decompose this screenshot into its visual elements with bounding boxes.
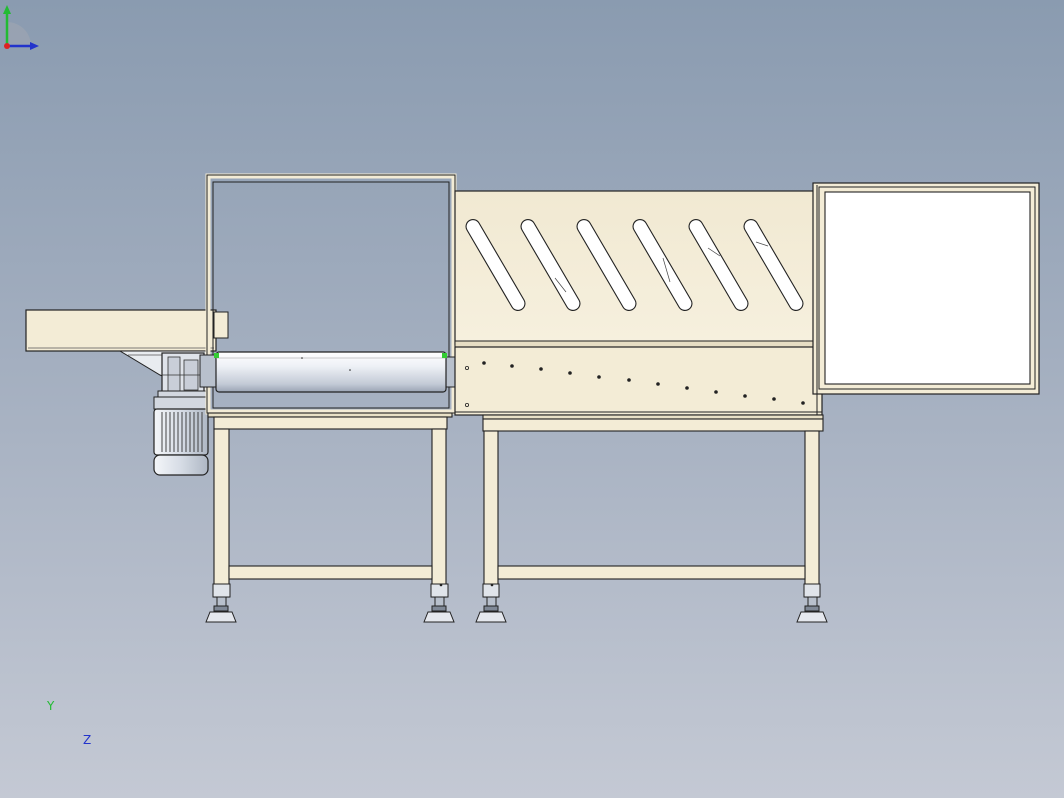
slot-inner-lines	[554, 241, 769, 293]
motor	[153, 396, 209, 476]
right-door-frame	[812, 182, 1040, 430]
leveling-feet	[205, 596, 828, 623]
y-axis-arrowhead	[3, 5, 11, 14]
right-stand	[482, 414, 824, 598]
coordinate-triad	[3, 5, 39, 50]
diagonal-slots	[465, 219, 804, 311]
leg-bases	[212, 583, 821, 598]
drive-roller	[199, 351, 468, 393]
z-axis-arrowhead	[30, 42, 39, 50]
small-details	[301, 357, 494, 587]
trough-body	[454, 190, 823, 416]
y-axis-label: Y	[47, 699, 55, 713]
left-stand	[207, 412, 453, 598]
origin-dot	[4, 43, 10, 49]
bolt-holes	[464, 361, 805, 407]
z-axis-label: Z	[83, 733, 92, 747]
